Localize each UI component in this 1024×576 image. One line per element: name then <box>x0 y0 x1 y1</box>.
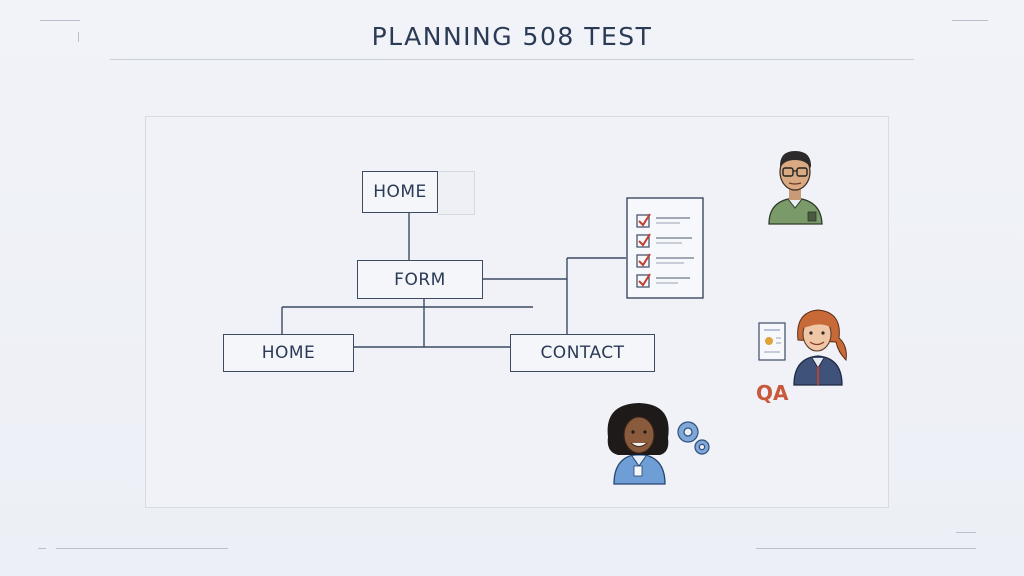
corner-rule-top-right <box>952 20 988 21</box>
checklist-item-2 <box>636 233 692 248</box>
node-home-top: HOME <box>362 171 438 213</box>
corner-rule-bottom-right <box>756 548 976 549</box>
title-underline <box>110 59 914 60</box>
man-with-glasses-illustration <box>768 151 823 225</box>
home-node-shadow <box>438 171 475 215</box>
corner-rule-bottom-left <box>56 548 228 549</box>
slide-title: PLANNING 508 TEST <box>371 22 653 51</box>
connector-lines <box>281 213 626 348</box>
corner-tick-top-left <box>78 32 79 42</box>
checklist-document <box>626 197 704 299</box>
gears-icon <box>677 421 710 455</box>
developer-woman-illustration <box>607 403 710 485</box>
checklist-item-1 <box>636 213 690 228</box>
checklist-item-4 <box>636 273 690 288</box>
qa-badge-text: QA <box>756 381 789 405</box>
checklist-item-3 <box>636 253 694 268</box>
qa-woman-illustration: QA <box>756 309 847 405</box>
corner-tick-bottom-left <box>38 548 46 549</box>
node-form: FORM <box>357 260 483 299</box>
node-contact: CONTACT <box>510 334 655 372</box>
node-home-bottom: HOME <box>223 334 354 372</box>
corner-tick-bottom-right <box>956 532 976 533</box>
corner-rule-top-left <box>40 20 80 21</box>
diagram-panel <box>145 116 889 508</box>
